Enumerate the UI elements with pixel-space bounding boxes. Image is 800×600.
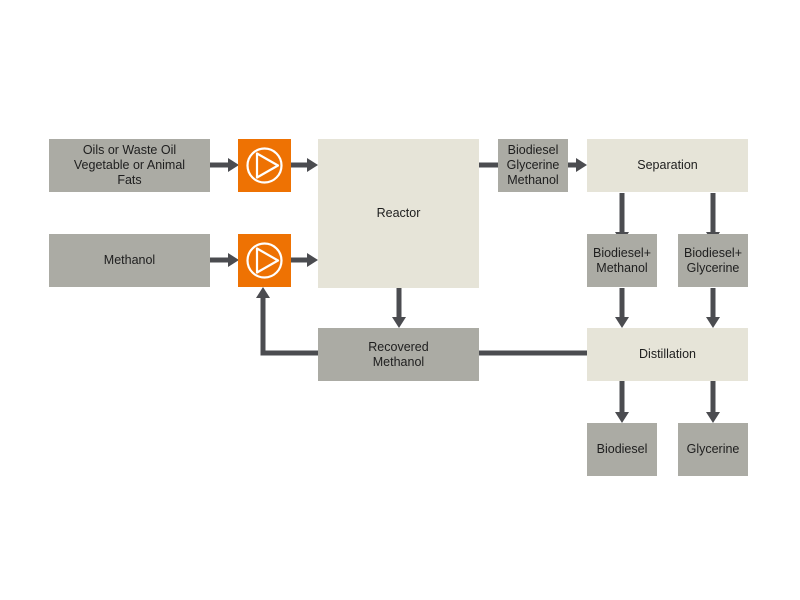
distillation-box: Distillation [587,328,748,381]
separation-box: Separation [587,139,748,192]
biodiesel-methanol-box: Biodiesel+ Methanol [587,234,657,287]
glycerine-box: Glycerine [678,423,748,476]
arrow-recovered-to-pump [260,297,318,356]
mixture-box: Biodiesel Glycerine Methanol [498,139,568,192]
biodiesel-glycerine-box: Biodiesel+ Glycerine [678,234,748,287]
oils-box: Oils or Waste Oil Vegetable or Animal Fa… [49,139,210,192]
recovered-methanol-box: Recovered Methanol [318,328,479,381]
pump-icon [246,242,283,279]
biodiesel-box: Biodiesel [587,423,657,476]
methanol-box: Methanol [49,234,210,287]
reactor-box: Reactor [318,139,479,288]
pump-methanol [238,234,291,287]
pump-oil [238,139,291,192]
pump-icon [246,147,283,184]
